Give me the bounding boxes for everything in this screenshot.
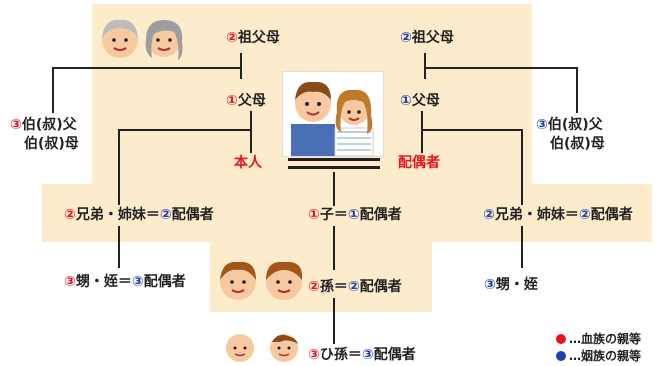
parents-self-label: ①父母: [226, 92, 266, 110]
connector: [118, 226, 120, 268]
parents-spouse-label: ①父母: [400, 92, 440, 110]
degree-marker: ②: [347, 279, 360, 295]
relation-text: 配偶者: [143, 274, 186, 290]
connector: [576, 67, 578, 113]
great-grandchild-label: ③ひ孫＝③配偶者: [308, 346, 416, 364]
degree-marker: ③: [131, 274, 144, 290]
connector: [333, 226, 335, 270]
degree-marker: ①: [308, 207, 320, 223]
relation-text: 兄弟・姉妹＝: [494, 207, 579, 223]
degree-marker: ③: [308, 347, 320, 363]
connector: [421, 129, 523, 131]
relation-text: 父母: [237, 93, 266, 109]
degree-marker: ③: [361, 347, 374, 363]
uncles-spouse-label-2: 伯(叔)母: [550, 135, 605, 153]
relation-text: 配偶者: [171, 207, 214, 223]
legend-affinity: …姻族の親等: [556, 347, 641, 364]
relation-text: 伯(叔)父: [547, 117, 603, 133]
degree-marker: ①: [226, 93, 238, 109]
legend-blood: …血族の親等: [556, 330, 641, 347]
siblings-spouse-label: ②兄弟・姉妹＝②配偶者: [483, 206, 633, 224]
grandchild-label: ②孫＝②配偶者: [308, 278, 402, 296]
highlight-middle: [42, 184, 652, 242]
marriage-bar: [288, 158, 380, 161]
legend-blood-text: …血族の親等: [569, 332, 642, 346]
nephews-self-label: ③甥・姪＝③配偶者: [64, 273, 186, 291]
connector: [333, 172, 335, 206]
couple-illustration: [282, 71, 384, 157]
connector: [250, 111, 252, 153]
connector: [424, 53, 426, 79]
relation-text: 父母: [411, 93, 440, 109]
degree-marker: ②: [483, 207, 495, 223]
relation-text: 配偶者: [590, 207, 633, 223]
relation-text: 配偶者: [359, 279, 402, 295]
nephews-spouse-label: ③甥・姪: [484, 276, 538, 294]
legend-blood-dot: [556, 334, 566, 344]
legend-affinity-dot: [556, 351, 566, 361]
spouse-label: 配偶者: [398, 155, 440, 171]
great-grandchildren-illustration: [222, 332, 308, 362]
grandparents-self-label: ②祖父母: [226, 29, 280, 47]
connector: [118, 129, 120, 205]
relation-text: 甥・姪＝: [75, 274, 132, 290]
grandparents-illustration: [98, 12, 190, 64]
marriage-bar: [288, 166, 380, 169]
degree-marker: ②: [308, 279, 320, 295]
relation-text: 孫＝: [319, 279, 348, 295]
connector: [333, 298, 335, 344]
connector: [424, 67, 578, 69]
siblings-self-label: ②兄弟・姉妹＝②配偶者: [64, 206, 214, 224]
degree-marker: ②: [578, 207, 591, 223]
connector: [240, 53, 242, 79]
degree-marker: ②: [226, 30, 238, 46]
relation-text: 配偶者: [359, 207, 402, 223]
legend-affinity-text: …姻族の親等: [569, 349, 642, 363]
relation-text: ひ孫＝: [319, 347, 362, 363]
degree-marker: ②: [400, 30, 412, 46]
relation-text: 祖父母: [411, 30, 454, 46]
relation-text: 伯(叔)母: [550, 136, 605, 152]
uncles-self-label: ③伯(叔)父: [10, 116, 77, 134]
connector: [421, 111, 423, 153]
connector: [52, 67, 242, 69]
degree-marker: ③: [64, 274, 76, 290]
degree-marker: ③: [484, 277, 496, 293]
grandparents-spouse-label: ②祖父母: [400, 29, 454, 47]
relation-text: 兄弟・姉妹＝: [75, 207, 160, 223]
degree-marker: ③: [10, 117, 22, 133]
grandchildren-illustration: [216, 258, 308, 304]
uncles-spouse-label: ③伯(叔)父: [536, 116, 603, 134]
degree-marker: ①: [347, 207, 360, 223]
degree-marker: ②: [159, 207, 172, 223]
relation-text: 伯(叔)母: [24, 136, 79, 152]
relation-text: 伯(叔)父: [21, 117, 77, 133]
relation-text: 祖父母: [237, 30, 280, 46]
relation-text: 配偶者: [373, 347, 416, 363]
self-label: 本人: [234, 155, 262, 171]
relation-text: 子＝: [319, 207, 348, 223]
degree-marker: ①: [400, 93, 412, 109]
connector: [521, 129, 523, 205]
degree-marker: ②: [64, 207, 76, 223]
uncles-self-label-2: 伯(叔)母: [24, 135, 79, 153]
connector: [52, 67, 54, 113]
degree-marker: ③: [536, 117, 548, 133]
connector: [118, 129, 252, 131]
child-label: ①子＝①配偶者: [308, 206, 402, 224]
relation-text: 甥・姪: [495, 277, 538, 293]
connector: [521, 226, 523, 268]
